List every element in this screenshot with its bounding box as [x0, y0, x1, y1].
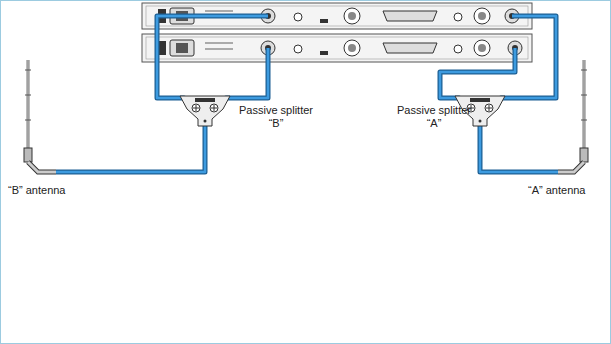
whip-antenna — [24, 60, 56, 172]
receiver-unit — [142, 34, 532, 62]
callout-label: Passive splitter “B” — [238, 104, 314, 130]
callout-label: Passive splitter “A” — [396, 104, 472, 130]
callout-label: “A” antenna — [528, 184, 606, 197]
coax-cable — [56, 16, 558, 172]
whip-antenna — [558, 60, 588, 172]
passive-splitter — [180, 96, 230, 126]
callout-label: “B” antenna — [8, 184, 88, 197]
